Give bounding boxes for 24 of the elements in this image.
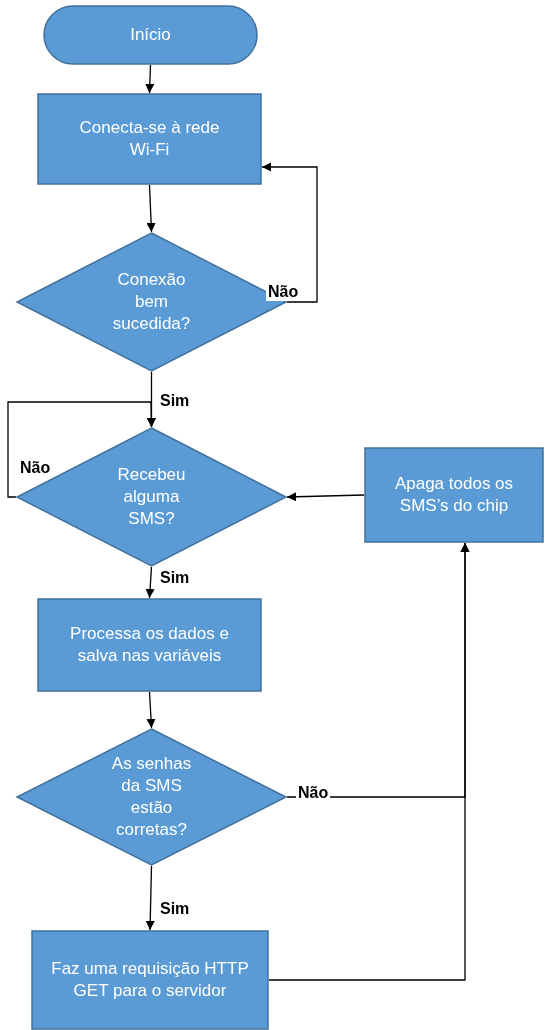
node-text: Conecta-se à rede Wi-Fi bbox=[78, 116, 221, 161]
process-box bbox=[364, 447, 544, 543]
arrow bbox=[145, 865, 155, 931]
decision-diamond bbox=[16, 728, 287, 866]
node-text: Processa os dados e salva nas variáveis bbox=[69, 622, 230, 667]
arrow bbox=[268, 542, 470, 981]
arrow bbox=[286, 492, 365, 502]
arrow bbox=[146, 691, 156, 729]
arrow bbox=[261, 162, 318, 303]
node-text: Apaga todos os SMS’s do chip bbox=[393, 472, 515, 517]
node-text: Início bbox=[129, 23, 172, 46]
edge-label: Não bbox=[266, 283, 301, 301]
arrow bbox=[146, 184, 156, 233]
node-text: Conexão bem sucedida? bbox=[111, 268, 192, 336]
node-text: As senhas da SMS estão corretas? bbox=[110, 752, 193, 842]
process-box bbox=[37, 93, 262, 185]
process-box bbox=[31, 930, 269, 1030]
node-text: Faz uma requisição HTTP GET para o servidor bbox=[50, 957, 250, 1002]
process-box bbox=[37, 598, 262, 692]
node-text: Recebeu alguma SMS? bbox=[116, 463, 187, 531]
decision-diamond bbox=[16, 427, 287, 567]
arrow bbox=[145, 566, 155, 599]
arrow bbox=[7, 401, 156, 498]
arrow bbox=[145, 64, 155, 94]
